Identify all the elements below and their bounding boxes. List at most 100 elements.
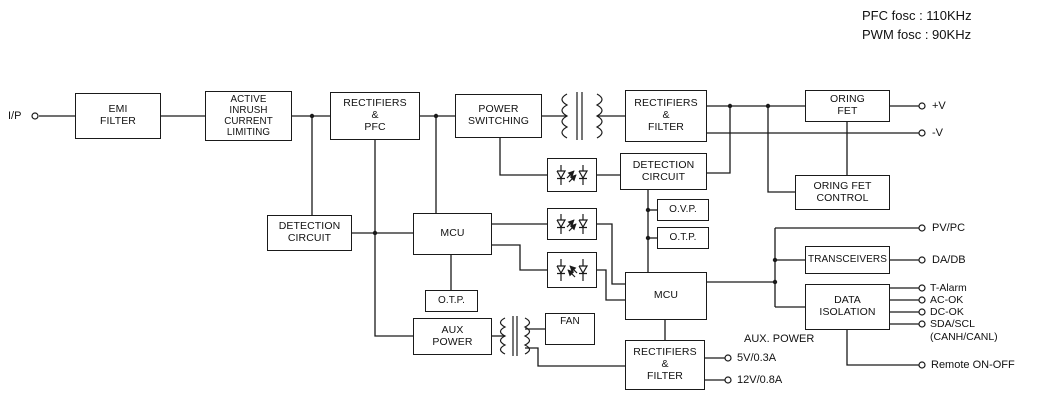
sdascl-label: SDA/SCL [930,318,975,330]
block-label: CURRENT [224,116,273,127]
block-label: CONTROL [816,191,869,204]
block-label: ACTIVE [230,93,267,105]
block-label: O.V.P. [669,204,697,216]
block-label: CIRCUIT [641,170,686,183]
block-label: TRANSCEIVERS [808,254,887,266]
block-label: POWER [478,103,519,116]
dcok-terminal [918,308,926,316]
wire-powerswitching-feedback [499,138,547,176]
inrush-limiting-block: ACTIVE INRUSH CURRENT LIMITING [205,91,292,141]
aux-transformer-icon [499,316,531,356]
block-label: & [371,109,379,122]
block-label: & [662,109,670,122]
wire-oringfet-control-sense [767,106,795,193]
ovp-block: O.V.P. [657,199,709,221]
optocoupler-icon [556,165,589,185]
remote-terminal [918,361,926,369]
wire-opto3-mcu2 [597,269,625,301]
wire-pfc-aux-bus [374,140,413,337]
otp-primary-block: O.T.P. [425,290,478,312]
acok-terminal [918,296,926,304]
wire-opto2-mcu2 [597,223,625,285]
rectifiers-pfc-block: RECTIFIERS & PFC [330,92,420,140]
canhcanl-label: (CANH/CANL) [930,331,998,343]
talarm-label: T-Alarm [930,282,967,294]
block-label: DETECTION [632,158,695,171]
aux-5v-label: 5V/0.3A [737,352,777,364]
vplus-label: +V [932,100,946,112]
pvpc-label: PV/PC [932,222,966,234]
block-label: FILTER [648,120,684,133]
junction-dot [765,103,771,109]
power-switching-block: POWER SWITCHING [455,94,542,138]
block-label: DATA [834,294,861,307]
block-label: RECTIFIERS [634,97,698,110]
block-label: ORING FET [813,179,872,192]
oring-fet-control-block: ORING FET CONTROL [795,175,890,210]
input-terminal [31,112,39,120]
mcu-secondary-block: MCU [625,272,707,320]
junction-dot [645,235,651,241]
block-label: O.T.P. [669,232,697,244]
block-label: FAN [560,316,580,327]
rectifiers-filter-main-block: RECTIFIERS & FILTER [625,90,707,142]
block-label: SWITCHING [468,115,529,127]
oring-fet-block: ORING FET [805,90,890,122]
dadb-terminal [918,256,926,264]
aux5v-terminal [724,354,732,362]
block-label: ORING [830,93,865,106]
block-label: MCU [440,227,465,240]
data-isolation-block: DATA ISOLATION [805,284,890,330]
aux12v-terminal [724,376,732,384]
talarm-terminal [918,284,926,292]
block-label: MCU [653,289,679,302]
vminus-label: -V [932,127,943,139]
pfc-fosc-note: PFC fosc : 110KHz [862,8,972,23]
wire-output-detection-sense [707,106,731,174]
junction-dot [372,230,378,236]
pwm-fosc-note: PWM fosc : 90KHz [862,27,972,42]
aux-12v-label: 12V/0.8A [737,374,783,386]
optocoupler-box [547,208,597,240]
block-label: FILTER [100,115,136,127]
wire-remote-onoff [846,330,919,366]
block-label: AUX [441,323,464,336]
mcu-primary-block: MCU [413,213,492,255]
optocoupler-icon [556,214,589,234]
block-label: RECTIFIERS [343,97,407,110]
block-label: O.T.P. [437,295,466,307]
detection-circuit-primary-block: DETECTION CIRCUIT [267,215,352,251]
junction-dot [772,279,778,285]
fan-block: FAN [545,313,595,345]
wire-transformer2-rectfilter-aux [525,347,625,367]
optocoupler-icon [556,259,589,281]
input-label: I/P [8,110,22,122]
rectifiers-filter-aux-block: RECTIFIERS & FILTER [625,340,705,390]
block-label: POWER [432,335,473,348]
dadb-label: DA/DB [932,254,966,266]
junction-dot [727,103,733,109]
detection-circuit-secondary-block: DETECTION CIRCUIT [620,153,707,190]
optocoupler-box [547,252,597,288]
junction-dot [433,113,439,119]
pvpc-terminal [918,224,926,232]
block-label: DETECTION [278,220,341,233]
aux-power-label: AUX. POWER [744,333,815,345]
aux-power-block: AUX POWER [413,318,492,355]
optocoupler-box [547,158,597,192]
vplus-terminal [918,102,926,110]
block-label: EMI [108,103,128,116]
block-label: FET [837,105,858,117]
block-label: & [661,358,669,371]
junction-dot [645,207,651,213]
remote-onoff-label: Remote ON-OFF [931,359,1015,371]
block-label: CIRCUIT [287,232,332,244]
junction-dot [309,113,315,119]
emi-filter-block: EMI FILTER [75,93,161,139]
acok-label: AC-OK [930,294,964,306]
main-transformer-icon [561,92,603,140]
sdascl-terminal [918,320,926,328]
block-label: PFC [364,120,386,133]
